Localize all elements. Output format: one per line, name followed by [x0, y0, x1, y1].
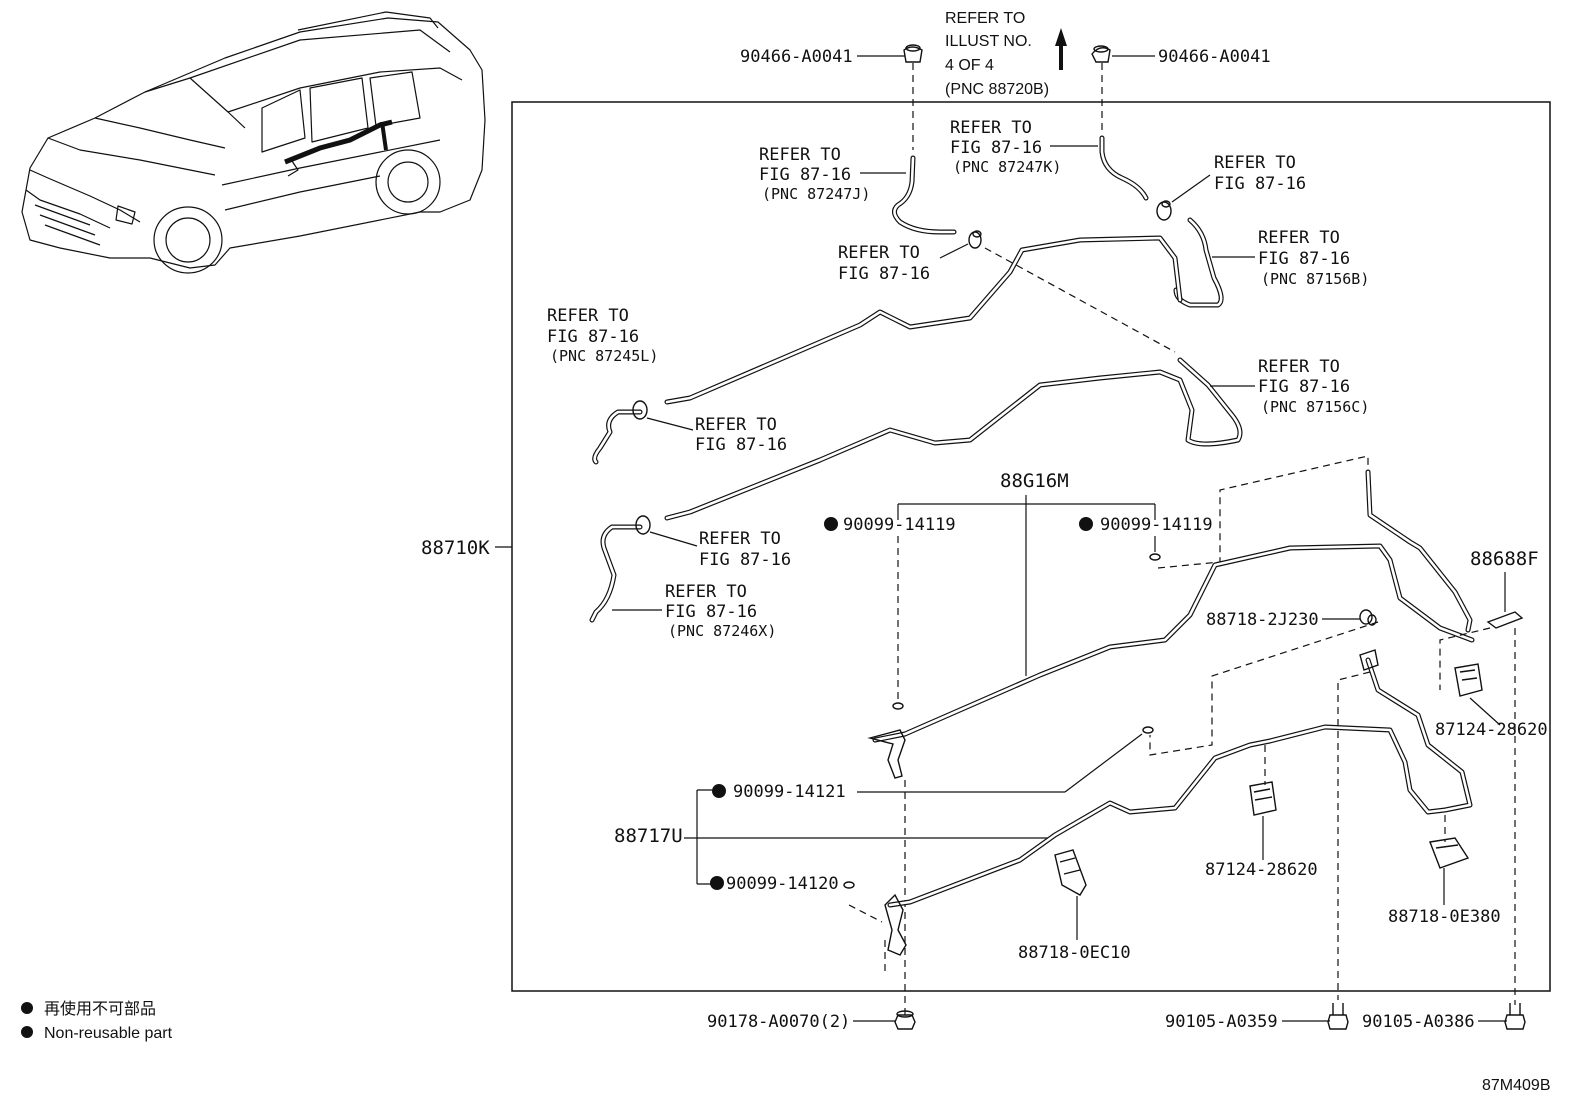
- svg-text:FIG 87-16: FIG 87-16: [950, 138, 1042, 158]
- svg-text:90466-A0041: 90466-A0041: [740, 47, 853, 67]
- svg-text:FIG 87-16: FIG 87-16: [1214, 174, 1306, 194]
- up-arrow-icon: [1055, 28, 1067, 70]
- svg-text:REFER TO: REFER TO: [547, 306, 629, 326]
- cap-left: 90466-A0041: [740, 44, 923, 67]
- svg-text:90099-14121: 90099-14121: [733, 782, 846, 802]
- pipe-label-88g16m: 88G16M: [1000, 470, 1069, 492]
- oring-90099-14121: 90099-14121: [712, 733, 1143, 802]
- assembly-label-88710k: 88710K: [421, 537, 490, 559]
- svg-text:90178-A0070(2): 90178-A0070(2): [707, 1012, 850, 1032]
- svg-text:FIG 87-16: FIG 87-16: [695, 435, 787, 455]
- ref-87156c: REFER TO FIG 87-16 (PNC 87156C): [1210, 357, 1369, 416]
- assembly-frame: [511, 101, 1551, 992]
- clamp-88718-0ec10: 88718-0EC10: [1018, 849, 1131, 963]
- diagram-id: 87M409B: [1482, 1077, 1551, 1094]
- non-reusable-marker: [21, 1002, 33, 1014]
- svg-text:REFER TO: REFER TO: [759, 145, 841, 165]
- svg-text:REFER TO: REFER TO: [699, 529, 781, 549]
- svg-text:88718-2J230: 88718-2J230: [1206, 610, 1319, 630]
- svg-text:REFER TO: REFER TO: [665, 582, 747, 602]
- svg-text:REFER TO: REFER TO: [950, 118, 1032, 138]
- ref-87156b: REFER TO FIG 87-16 (PNC 87156B): [1212, 228, 1369, 288]
- hose-clamp-left-lower: REFER TO FIG 87-16: [635, 515, 791, 570]
- svg-text:REFER TO: REFER TO: [945, 10, 1025, 27]
- non-reusable-marker: [712, 784, 726, 798]
- svg-text:(PNC 87247J): (PNC 87247J): [762, 185, 870, 203]
- bolt-90105-a0359: 90105-A0359: [1165, 1003, 1349, 1032]
- svg-text:FIG 87-16: FIG 87-16: [699, 550, 791, 570]
- svg-text:FIG 87-16: FIG 87-16: [1258, 249, 1350, 269]
- ref-87245l: REFER TO FIG 87-16 (PNC 87245L): [547, 306, 658, 365]
- svg-text:(PNC 87156C): (PNC 87156C): [1261, 398, 1369, 416]
- bracket-88688f: 88688F: [1470, 548, 1539, 629]
- svg-text:FIG 87-16: FIG 87-16: [838, 264, 930, 284]
- hose-clamp-left-upper: REFER TO FIG 87-16: [632, 400, 787, 455]
- oring-90099-14119-left: 90099-14119: [824, 515, 956, 535]
- oring-90099-14119-right: 90099-14119: [1079, 515, 1213, 535]
- clamp-87124-28620-right: 87124-28620: [1435, 663, 1548, 740]
- svg-text:ILLUST NO.: ILLUST NO.: [945, 33, 1032, 50]
- bolt-90178-a0070: 90178-A0070(2): [707, 1010, 916, 1032]
- svg-text:(PNC 87245L): (PNC 87245L): [550, 347, 658, 365]
- svg-text:88688F: 88688F: [1470, 548, 1539, 570]
- svg-text:REFER TO: REFER TO: [1258, 228, 1340, 248]
- legend-jp: 再使用不可部品: [44, 1000, 156, 1018]
- ref-87247j: REFER TO FIG 87-16 (PNC 87247J): [759, 145, 906, 203]
- non-reusable-marker: [1079, 517, 1093, 531]
- non-reusable-marker: [824, 517, 838, 531]
- svg-text:REFER TO: REFER TO: [695, 415, 777, 435]
- hose-clamp-top-right: REFER TO FIG 87-16: [1156, 153, 1306, 221]
- svg-text:88718-0EC10: 88718-0EC10: [1018, 943, 1131, 963]
- svg-text:90105-A0386: 90105-A0386: [1362, 1012, 1475, 1032]
- svg-text:FIG 87-16: FIG 87-16: [1258, 377, 1350, 397]
- svg-text:REFER TO: REFER TO: [1214, 153, 1296, 173]
- svg-text:FIG 87-16: FIG 87-16: [547, 327, 639, 347]
- svg-text:87124-28620: 87124-28620: [1205, 860, 1318, 880]
- legend: 再使用不可部品 Non-reusable part: [21, 1000, 173, 1042]
- cap-right: 90466-A0041: [1091, 45, 1271, 67]
- svg-text:FIG 87-16: FIG 87-16: [665, 602, 757, 622]
- svg-text:REFER TO: REFER TO: [838, 243, 920, 263]
- svg-text:90099-14119: 90099-14119: [843, 515, 956, 535]
- svg-text:(PNC 87156B): (PNC 87156B): [1261, 270, 1369, 288]
- oring-90099-14120: 90099-14120: [710, 874, 855, 894]
- svg-text:(PNC 87246X): (PNC 87246X): [668, 622, 776, 640]
- vehicle-illustration: [21, 11, 486, 274]
- svg-text:90105-A0359: 90105-A0359: [1165, 1012, 1278, 1032]
- svg-text:90466-A0041: 90466-A0041: [1158, 47, 1271, 67]
- clamp-87124-28620-mid: 87124-28620: [1205, 745, 1318, 880]
- svg-text:87124-28620: 87124-28620: [1435, 720, 1548, 740]
- legend-en: Non-reusable part: [44, 1025, 173, 1042]
- svg-text:FIG 87-16: FIG 87-16: [759, 165, 851, 185]
- ref-87246x: REFER TO FIG 87-16 (PNC 87246X): [612, 582, 776, 640]
- clamp-88718-2j230: 88718-2J230: [1206, 609, 1377, 630]
- svg-text:(PNC 88720B): (PNC 88720B): [945, 81, 1049, 98]
- svg-text:88718-0E380: 88718-0E380: [1388, 907, 1501, 927]
- clamp-88718-0e380: 88718-0E380: [1388, 815, 1501, 927]
- svg-text:4 OF 4: 4 OF 4: [945, 57, 994, 74]
- svg-text:90099-14120: 90099-14120: [726, 874, 839, 894]
- hose-clamp-mid-top: REFER TO FIG 87-16: [838, 230, 982, 284]
- ref-87247k: REFER TO FIG 87-16 (PNC 87247K): [950, 118, 1098, 176]
- svg-text:REFER TO: REFER TO: [1258, 357, 1340, 377]
- non-reusable-marker: [710, 876, 724, 890]
- svg-text:(PNC 87247K): (PNC 87247K): [953, 158, 1061, 176]
- bolt-90105-a0386: 90105-A0386: [1362, 1003, 1526, 1032]
- svg-text:90099-14119: 90099-14119: [1100, 515, 1213, 535]
- refer-illust-note: REFER TO ILLUST NO. 4 OF 4 (PNC 88720B): [945, 10, 1067, 98]
- non-reusable-marker: [21, 1026, 33, 1038]
- pipe-label-88717u: 88717U: [614, 825, 683, 847]
